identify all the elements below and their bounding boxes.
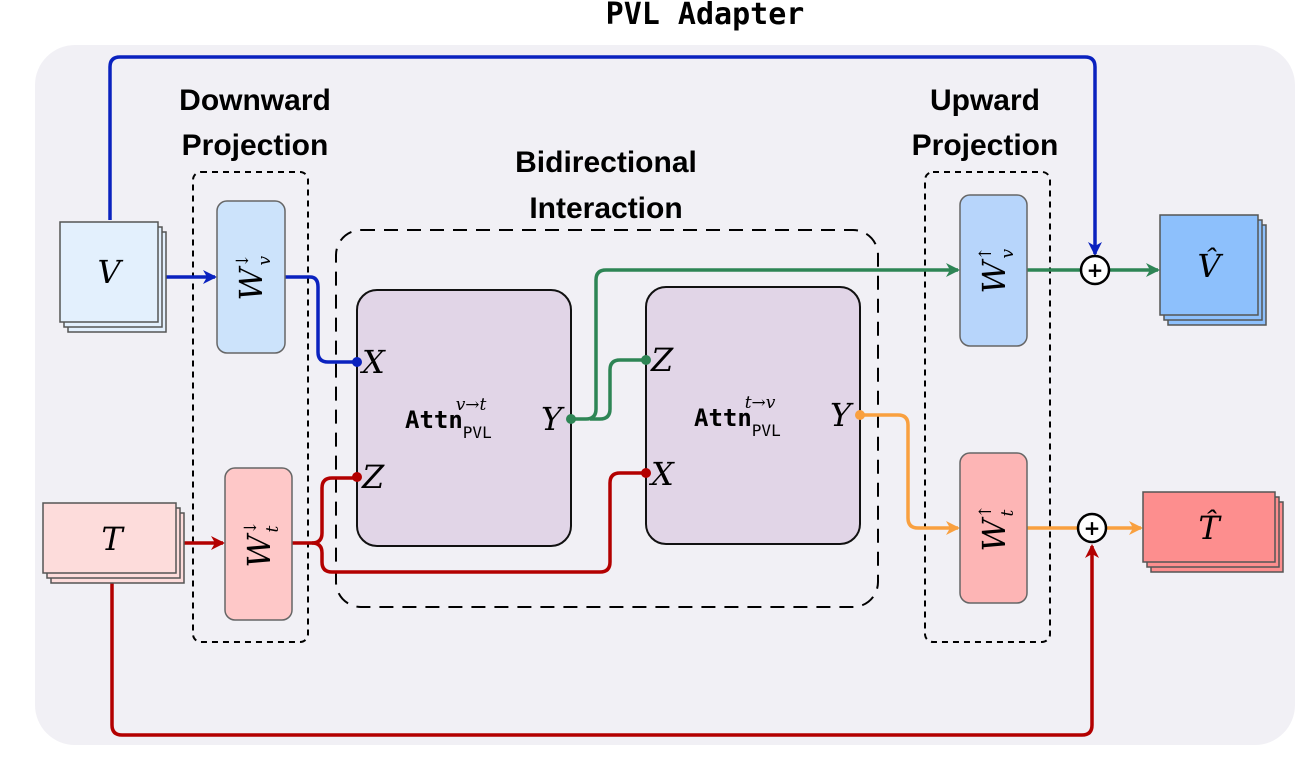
w-down-t-box: W↓t [224, 467, 293, 621]
downward-projection-group [192, 171, 309, 643]
svg-text:W↑v: W↑v [975, 246, 1018, 293]
text-add-node: + [1076, 512, 1108, 544]
svg-text:+: + [1084, 516, 1101, 540]
svg-text:W↑t: W↑t [975, 504, 1018, 551]
svg-text:AttnPVLt→v: AttnPVLt→v [694, 393, 781, 440]
text-to-x2-line [311, 471, 646, 574]
w-up-v-box: W↑v [959, 194, 1028, 347]
port-y: Y [541, 400, 565, 438]
svg-text:+: + [1087, 258, 1104, 282]
upward-projection-group [924, 171, 1051, 643]
visual-input-stack [59, 221, 167, 333]
port-x: X [648, 455, 675, 493]
text-output-stack [1142, 491, 1284, 573]
port-dots [352, 355, 865, 482]
visual-output-stack [1159, 214, 1267, 326]
bidirectional-interaction-group [335, 229, 879, 608]
port-z: Z [650, 341, 674, 379]
interaction-label: Interaction [529, 192, 682, 225]
projection-label: Projection [912, 129, 1059, 162]
text-input-stack [42, 502, 185, 584]
text-residual-line [110, 544, 1099, 737]
attn-t-to-v-block: AttnPVLt→v Z X Y [645, 286, 861, 545]
visual-output-label: V̂ [1197, 247, 1223, 285]
upward-label: Upward [930, 84, 1040, 117]
projection-label: Projection [182, 129, 329, 162]
visual-to-x-line [285, 275, 357, 364]
y1-to-z2-line [590, 358, 646, 421]
visual-input-label: V [97, 253, 123, 291]
w-up-t-box: W↑t [959, 452, 1028, 604]
visual-add-node: + [1079, 254, 1111, 286]
visual-residual-line [108, 55, 1102, 256]
svg-text:W↓v: W↓v [232, 253, 275, 300]
port-y: Y [830, 396, 854, 434]
diagram-title: PVL Adapter [606, 0, 805, 32]
downward-label: Downward [179, 84, 331, 117]
bidirectional-label: Bidirectional [515, 146, 697, 179]
port-x: X [359, 343, 386, 381]
svg-text:W↓t: W↓t [240, 520, 283, 567]
text-output-label: T̂ [1198, 509, 1222, 547]
w-down-v-box: W↓v [216, 200, 286, 354]
text-input-label: T [101, 520, 125, 558]
port-z: Z [361, 458, 385, 496]
y2-to-upt-line [860, 413, 960, 535]
attn-v-to-t-block: AttnPVLv→t X Z Y [356, 289, 572, 547]
svg-text:AttnPVLv→t: AttnPVLv→t [405, 395, 492, 442]
